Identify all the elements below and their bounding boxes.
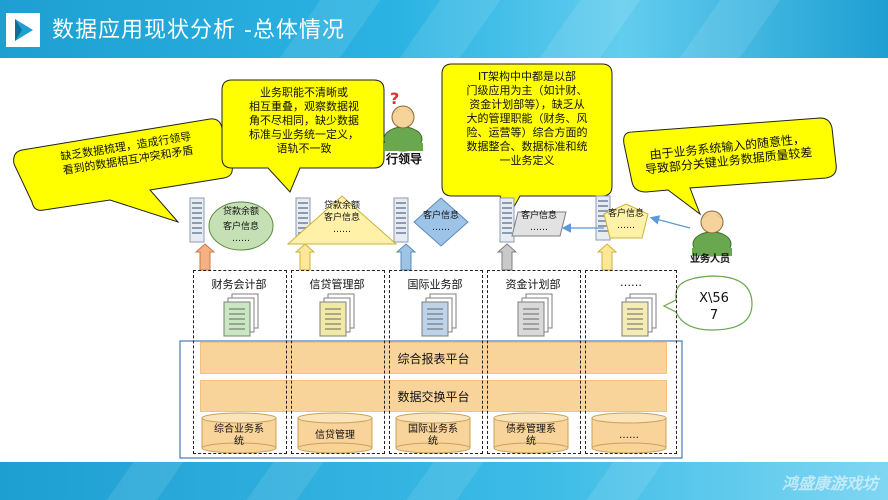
callout-bubble-4 [623,117,837,216]
department-label: 财务会计部 [211,278,267,291]
system-label: 债券管理系 统 [506,424,556,447]
shape-label: 客户信息…… [422,211,459,233]
shape-diamond [413,197,469,247]
up-arrow-icon [294,243,316,271]
department-label: …… [620,276,642,289]
shape-parallelogram [511,211,567,237]
up-arrow-icon [395,243,417,271]
system-label: …… [619,430,639,441]
platform-frame [179,340,683,459]
shape-ellipse [208,201,274,251]
shape-triangle [286,195,398,245]
callout-bubble-2 [221,79,385,193]
database-cylinder [591,412,667,454]
database-cylinder [297,412,373,454]
flow-arrow [649,215,691,229]
logo-play-icon [6,13,40,47]
server-icon [393,197,409,243]
server-icon [189,197,205,243]
person-label-business: 业务人员 [690,254,730,265]
department-box [193,270,287,454]
department-label: 资金计划部 [505,278,561,291]
callout-bubble-5 [662,275,753,331]
shape-pentagon [603,203,649,239]
department-label: 信贷管理部 [309,278,365,291]
up-arrow-icon [496,243,518,271]
department-box [487,270,581,454]
department-box [389,270,483,454]
platform-label: 数据交换平台 [397,390,470,404]
watermark: 鸿盛康游戏坊 [781,474,878,493]
footer-bar [0,462,888,500]
database-cylinder [395,412,471,454]
platform-exchange: 数据交换平台 [200,380,667,412]
shape-label: 客户信息…… [607,209,644,231]
department-box [585,270,677,454]
platform-reporting: 综合报表平台 [200,342,667,374]
shape-label: 贷款余额客户信息…… [323,201,360,235]
up-arrow-icon [596,243,618,271]
question-mark-icon: ? [390,89,399,108]
database-cylinder [201,412,277,454]
callout-text-3: IT架构中中都是以部 门级应用为主（如计财、 资金计划部等），缺乏从 大的管理职… [466,70,588,167]
page-title: 数据应用现状分析 -总体情况 [52,18,345,43]
callout-bubble-1 [13,118,233,224]
system-label: 国际业务系 统 [408,424,458,447]
person-icon [382,105,424,152]
header-bar: 数据应用现状分析 -总体情况 [0,0,888,58]
shape-label: 客户信息…… [520,211,557,233]
callout-bubble-3 [441,63,613,216]
system-label: 信贷管理 [315,430,355,441]
shape-label: 贷款余额客户信息…… [222,207,259,244]
department-box [291,270,385,454]
up-arrow-icon [194,243,216,271]
department-label: 国际业务部 [407,278,463,291]
person-label-leader: 行领导 [386,152,423,166]
callout-text-2: 业务职能不清晰或 相互重叠，观察数据视 角不尽相同，缺少数据 标准与业务统一定义… [249,86,359,155]
callout-text-5: X\56 7 [699,291,729,323]
platform-label: 综合报表平台 [397,352,470,366]
system-label: 综合业务系 统 [214,424,264,447]
database-cylinder [493,412,569,454]
